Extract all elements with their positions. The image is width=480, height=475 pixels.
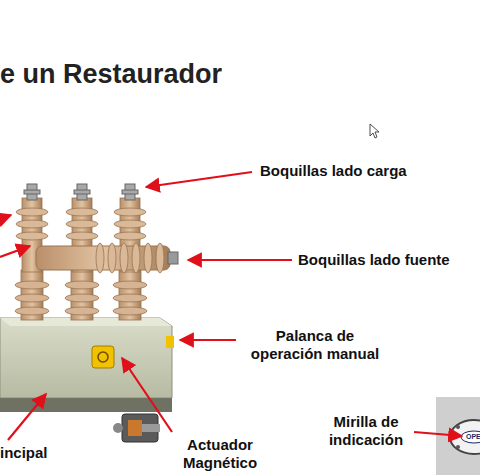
- indicator-text: OPE: [466, 433, 480, 440]
- part-label: Boquillas lado fuente: [298, 251, 450, 269]
- part-label: Boquillas lado carga: [260, 162, 407, 180]
- slide-title: e un Restaurador: [0, 59, 222, 90]
- part-label: Actuador Magnético: [174, 436, 266, 472]
- part-label: incipal: [0, 444, 48, 462]
- part-label: Palanca de operación manual: [240, 327, 390, 363]
- part-label: Mirilla de indicación: [320, 413, 412, 449]
